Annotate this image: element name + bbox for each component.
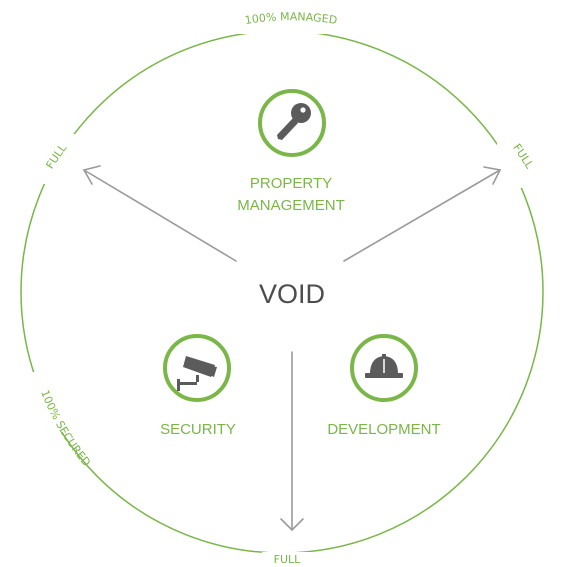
arrows xyxy=(82,165,502,532)
node-development: DEVELOPMENT xyxy=(327,334,441,438)
ring-label-top: 100% MANAGED xyxy=(244,10,338,27)
arrowhead-upper-right xyxy=(483,166,502,185)
ring-label-bottom: FULL xyxy=(274,553,302,566)
center-label: VOID xyxy=(259,279,325,309)
arrowhead-upper-left xyxy=(82,165,101,185)
hard-hat-icon xyxy=(365,354,403,378)
security-label: SECURITY xyxy=(160,421,236,438)
arrow-upper-right xyxy=(343,169,501,262)
cctv-camera-icon xyxy=(177,356,217,391)
node-security: SECURITY xyxy=(160,334,236,438)
development-label: DEVELOPMENT xyxy=(327,421,440,438)
key-icon xyxy=(277,103,311,140)
node-property-management: PROPERTY MANAGEMENT xyxy=(237,89,345,214)
arrow-upper-left xyxy=(83,169,237,262)
arrowhead-down xyxy=(280,518,304,532)
ring-mask-lowleft xyxy=(22,372,62,484)
ring-mask-top xyxy=(228,14,356,34)
ring-mask-left xyxy=(40,134,80,184)
property-management-label-line1: PROPERTY xyxy=(250,175,332,192)
property-management-label-line2: MANAGEMENT xyxy=(237,197,345,214)
ring-mask-bottom xyxy=(262,552,312,567)
ring-mask-right xyxy=(497,130,541,188)
